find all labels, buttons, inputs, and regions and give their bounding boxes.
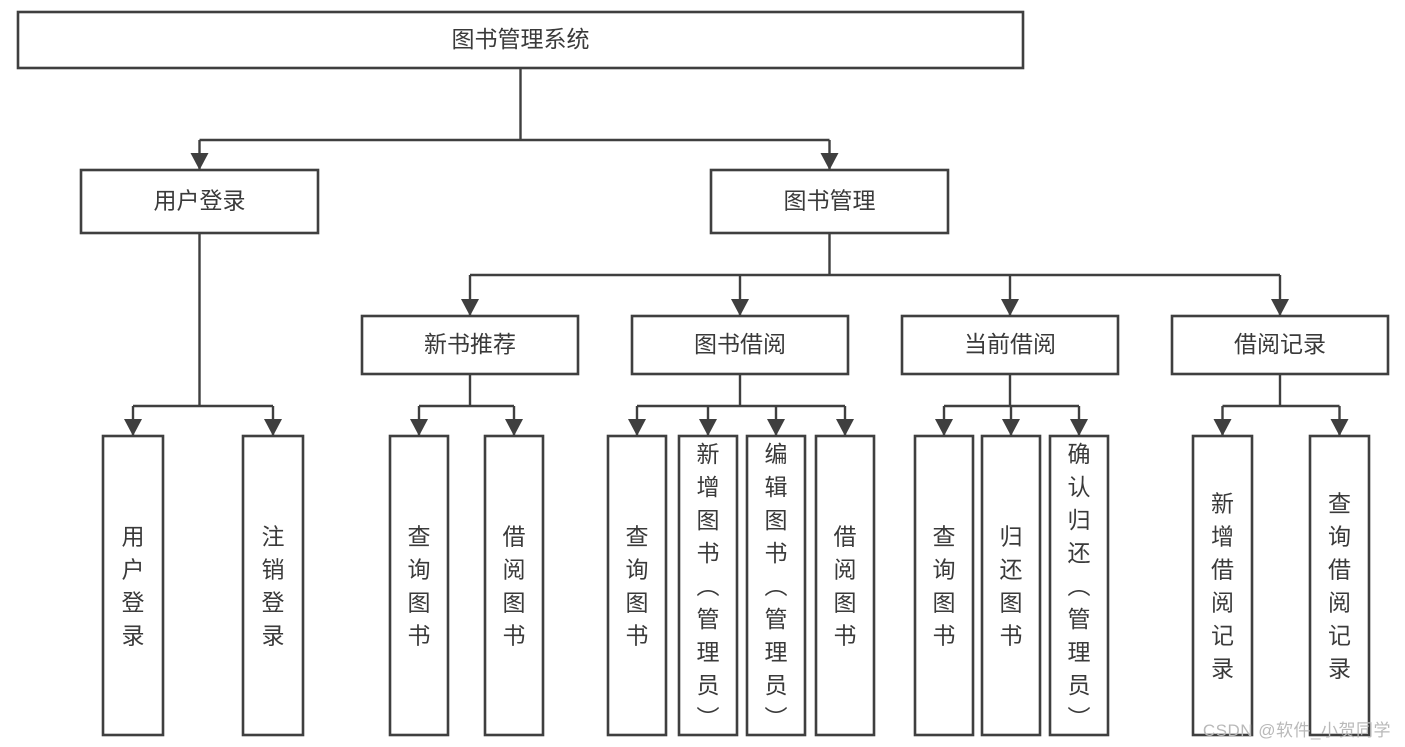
- node-leaf-edit-book[interactable]: 编辑图书︵管理员︶: [745, 434, 807, 737]
- node-label-book-borrow: 图书借阅: [694, 331, 786, 357]
- connector-group-current-borrow: [935, 374, 1088, 436]
- arrow-head-icon: [505, 419, 523, 436]
- node-box-book-borrow: [630, 314, 850, 376]
- node-new-book-recommend[interactable]: 新书推荐: [360, 314, 580, 376]
- node-label-current-borrow: 当前借阅: [964, 331, 1056, 357]
- node-leaf-query-book-rec[interactable]: 查询图书: [388, 434, 450, 737]
- node-current-borrow[interactable]: 当前借阅: [900, 314, 1120, 376]
- node-box-leaf-borrow-book: [814, 434, 876, 737]
- arrow-head-icon: [1002, 419, 1020, 436]
- connector-group-borrow-record: [1213, 374, 1349, 436]
- node-label-root: 图书管理系统: [452, 26, 590, 52]
- connector-group-user-login: [124, 233, 282, 436]
- node-label-leaf-query-book-rec: 查询图书: [408, 524, 431, 649]
- arrow-head-icon: [124, 419, 142, 436]
- arrow-head-icon: [461, 299, 479, 316]
- arrow-head-icon: [190, 153, 209, 170]
- arrow-head-icon: [767, 419, 785, 436]
- arrow-head-icon: [935, 419, 953, 436]
- node-box-new-book-recommend: [360, 314, 580, 376]
- node-label-leaf-query-record: 查询借阅记录: [1328, 491, 1351, 682]
- node-box-book-manage: [709, 168, 950, 235]
- node-box-leaf-edit-book: [745, 434, 807, 737]
- node-box-leaf-logout: [241, 434, 305, 737]
- node-leaf-add-record[interactable]: 新增借阅记录: [1191, 434, 1254, 737]
- arrow-head-icon: [836, 419, 854, 436]
- node-box-borrow-record: [1170, 314, 1390, 376]
- node-label-leaf-borrow-book-rec: 借阅图书: [503, 524, 526, 649]
- node-label-leaf-confirm-return: 确认归还︵管理员︶: [1068, 441, 1091, 731]
- node-box-user-login: [79, 168, 320, 235]
- node-label-borrow-record: 借阅记录: [1234, 331, 1326, 357]
- node-root[interactable]: 图书管理系统: [16, 10, 1025, 70]
- node-label-leaf-borrow-book: 借阅图书: [834, 524, 857, 649]
- node-borrow-record[interactable]: 借阅记录: [1170, 314, 1390, 376]
- node-layer: 图书管理系统用户登录图书管理新书推荐图书借阅当前借阅借阅记录用户登录注销登录查询…: [16, 10, 1390, 737]
- node-book-manage[interactable]: 图书管理: [709, 168, 950, 235]
- node-leaf-logout[interactable]: 注销登录: [241, 434, 305, 737]
- connector-group-book-manage: [461, 233, 1289, 316]
- arrow-head-icon: [820, 153, 839, 170]
- node-leaf-borrow-book[interactable]: 借阅图书: [814, 434, 876, 737]
- node-label-leaf-logout: 注销登录: [262, 524, 285, 649]
- node-label-leaf-add-book: 新增图书︵管理员︶: [697, 441, 720, 731]
- node-label-user-login: 用户登录: [154, 188, 246, 214]
- arrow-head-icon: [1330, 419, 1349, 436]
- node-label-book-manage: 图书管理: [784, 188, 876, 214]
- arrow-head-icon: [699, 419, 717, 436]
- connector-group-new-book-recommend: [410, 374, 523, 436]
- node-leaf-borrow-book-rec[interactable]: 借阅图书: [483, 434, 545, 737]
- node-leaf-confirm-return[interactable]: 确认归还︵管理员︶: [1048, 434, 1110, 737]
- node-box-leaf-add-book: [677, 434, 739, 737]
- node-box-current-borrow: [900, 314, 1120, 376]
- arrow-head-icon: [264, 419, 282, 436]
- node-label-leaf-edit-book: 编辑图书︵管理员︶: [765, 441, 788, 731]
- node-leaf-add-book[interactable]: 新增图书︵管理员︶: [677, 434, 739, 737]
- node-box-root: [16, 10, 1025, 70]
- node-leaf-user-login[interactable]: 用户登录: [101, 434, 165, 737]
- node-label-leaf-query-book-current: 查询图书: [933, 524, 956, 649]
- arrow-head-icon: [1271, 299, 1289, 316]
- arrow-head-icon: [731, 299, 749, 316]
- node-label-leaf-query-book-borrow: 查询图书: [626, 524, 649, 649]
- node-box-leaf-query-book-borrow: [606, 434, 668, 737]
- node-leaf-return-book[interactable]: 归还图书: [980, 434, 1042, 737]
- node-box-leaf-user-login: [101, 434, 165, 737]
- node-box-leaf-add-record: [1191, 434, 1254, 737]
- node-label-leaf-add-record: 新增借阅记录: [1211, 491, 1234, 682]
- node-leaf-query-record[interactable]: 查询借阅记录: [1308, 434, 1371, 737]
- node-leaf-query-book-borrow[interactable]: 查询图书: [606, 434, 668, 737]
- node-box-leaf-return-book: [980, 434, 1042, 737]
- node-label-leaf-user-login: 用户登录: [122, 524, 145, 649]
- node-box-leaf-query-book-current: [913, 434, 975, 737]
- node-label-new-book-recommend: 新书推荐: [424, 331, 516, 357]
- node-box-leaf-query-record: [1308, 434, 1371, 737]
- arrow-head-icon: [1001, 299, 1019, 316]
- node-box-leaf-confirm-return: [1048, 434, 1110, 737]
- node-box-leaf-borrow-book-rec: [483, 434, 545, 737]
- node-box-leaf-query-book-rec: [388, 434, 450, 737]
- node-label-leaf-return-book: 归还图书: [1000, 524, 1023, 649]
- arrow-head-icon: [410, 419, 428, 436]
- arrow-head-icon: [1070, 419, 1088, 436]
- arrow-head-icon: [628, 419, 646, 436]
- connector-layer: [124, 68, 1349, 436]
- arrow-head-icon: [1213, 419, 1232, 436]
- connector-group-book-borrow: [628, 374, 854, 436]
- node-user-login[interactable]: 用户登录: [79, 168, 320, 235]
- connector-group-root: [190, 68, 839, 170]
- node-book-borrow[interactable]: 图书借阅: [630, 314, 850, 376]
- node-leaf-query-book-current[interactable]: 查询图书: [913, 434, 975, 737]
